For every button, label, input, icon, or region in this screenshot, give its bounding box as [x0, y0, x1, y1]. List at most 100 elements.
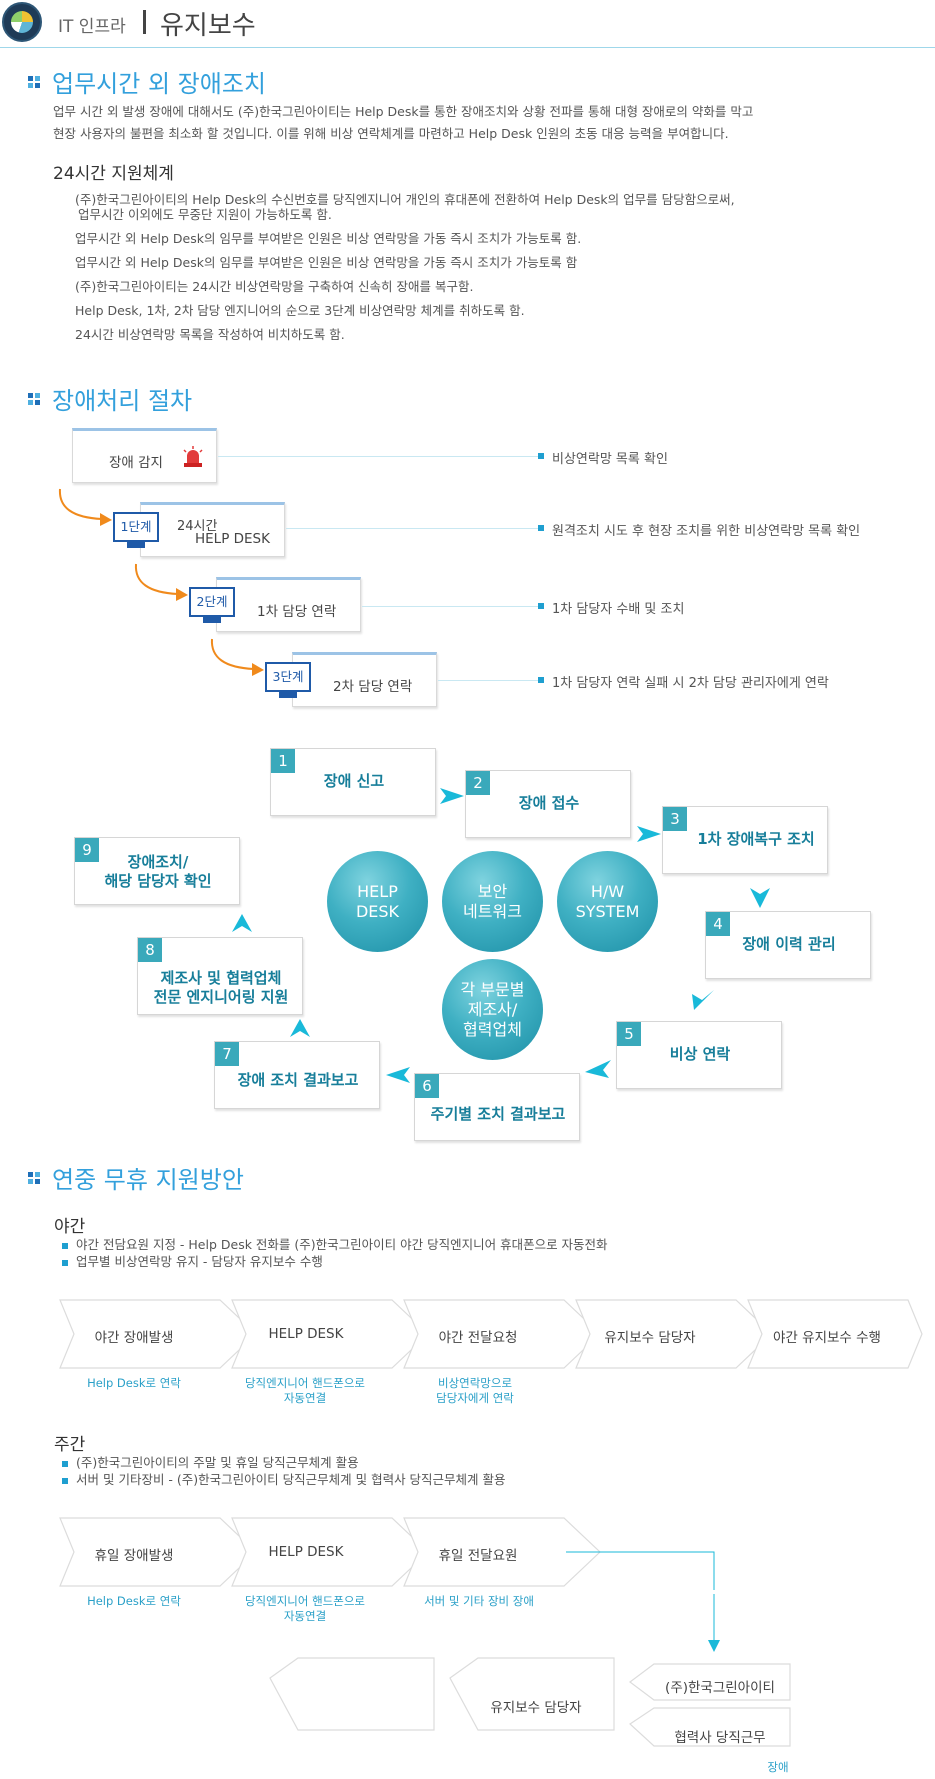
cycle-step-7: 7 장애 조치 결과보고 — [214, 1041, 380, 1109]
step-number: 5 — [617, 1022, 641, 1046]
cycle-step-3: 3 1차 장애복구 조치 — [662, 806, 828, 874]
day-backflow-shapes — [269, 1657, 791, 1747]
list-item: (주)한국그린아이티의 주말 및 휴일 당직근무체계 활용 — [76, 1455, 359, 1470]
step-label: 24시간 — [177, 519, 218, 534]
flow-step: 유지보수 담당자 — [604, 1330, 696, 1346]
step-badge: 2단계 — [189, 587, 235, 617]
circle-label: H/W — [590, 881, 625, 901]
flow-note: Help Desk로 연락 — [87, 1376, 181, 1390]
section-title-year-round: 연중 무휴 지원방안 — [52, 1166, 244, 1194]
list-item: (주)한국그린아이티의 Help Desk의 수신번호를 당직엔지니어 개인의 … — [75, 192, 735, 207]
step-desc: 비상연락망 목록 확인 — [552, 452, 668, 467]
monitor-icon: 2단계 — [189, 587, 235, 623]
curve-arrow-icon — [210, 638, 264, 676]
step-label: 장애 감지 — [109, 455, 163, 471]
flow-step: HELP DESK — [268, 1544, 344, 1560]
arrow-up-icon — [290, 1019, 310, 1037]
step-number: 2 — [466, 771, 490, 795]
flow-step: 야간 유지보수 수행 — [773, 1330, 881, 1346]
cycle-step-label: 전문 엔지니어링 지원 — [153, 988, 289, 1006]
flow-step: 야간 장애발생 — [94, 1330, 174, 1346]
connector-line — [218, 456, 538, 457]
list-item: 업무시간 외 Help Desk의 임무를 부여받은 인원은 비상 연락망을 가… — [75, 255, 578, 270]
cycle-step-label: 주기별 조치 결과보고 — [430, 1105, 566, 1123]
section-title-after-hours: 업무시간 외 장애조치 — [52, 70, 266, 98]
flow-step: 휴일 장애발생 — [94, 1548, 174, 1564]
circle-label: SYSTEM — [575, 901, 640, 921]
flow-note: Help Desk로 연락 — [87, 1594, 181, 1608]
cycle-step-4: 4 장애 이력 관리 — [705, 911, 871, 979]
flow-step: (주)한국그린아이티 — [665, 1680, 775, 1696]
list-item: (주)한국그린아이티는 24시간 비상연락망을 구축하여 신속히 장애를 복구함… — [75, 279, 474, 294]
monitor-icon: 1단계 — [113, 512, 159, 548]
connector-line — [362, 606, 538, 607]
flow-step: 협력사 당직근무 — [674, 1730, 766, 1746]
cycle-step-label: 장애 이력 관리 — [742, 935, 836, 953]
list-item: 야간 전담요원 지정 - Help Desk 전화를 (주)한국그린아이티 야간… — [76, 1237, 608, 1252]
flow-note: 서버 및 기타 장비 장애 — [424, 1594, 534, 1608]
circle-label: 네트워크 — [463, 901, 522, 921]
arrow-down-left-icon — [692, 990, 714, 1010]
day-flow-shapes — [59, 1517, 715, 1590]
step-detect-box: 장애 감지 — [72, 428, 217, 483]
cycle-step-1: 1 장애 신고 — [270, 748, 436, 816]
bullet — [538, 525, 544, 531]
intro-line-2: 현장 사용자의 불편을 최소화 할 것입니다. 이를 위해 비상 연락체계를 마… — [53, 126, 729, 141]
grid-square-icon — [28, 393, 40, 405]
step-badge: 3단계 — [265, 662, 311, 692]
step-label: 1차 담당 연락 — [257, 604, 337, 620]
bullet — [538, 453, 544, 459]
step-first-contact-box: 1차 담당 연락 — [216, 577, 361, 632]
cycle-step-label: 장애 조치 결과보고 — [237, 1071, 359, 1089]
connector-line — [438, 680, 538, 681]
step-second-contact-box: 2차 담당 연락 — [292, 652, 437, 707]
step-desc: 1차 담당자 연락 실패 시 2차 담당 관리자에게 연락 — [552, 676, 829, 691]
circle-label: 제조사/ — [467, 999, 518, 1019]
cycle-step-2: 2 장애 접수 — [465, 770, 631, 838]
step-number: 9 — [75, 838, 99, 862]
bullet — [62, 1461, 68, 1467]
curve-arrow-icon — [134, 563, 188, 601]
cycle-step-label: 1차 장애복구 조치 — [697, 830, 815, 848]
list-item: 업무시간 외 Help Desk의 임무를 부여받은 인원은 비상 연락망을 가… — [75, 231, 582, 246]
monitor-icon: 3단계 — [265, 662, 311, 698]
support-title: 24시간 지원체계 — [53, 164, 174, 184]
cycle-step-8: 8 제조사 및 협력업체 전문 엔지니어링 지원 — [137, 937, 303, 1015]
arrow-left-icon — [386, 1067, 410, 1083]
curve-arrow-icon — [58, 488, 112, 526]
arrow-right-icon — [440, 788, 464, 804]
arrow-left-icon — [585, 1060, 611, 1078]
grid-square-icon — [28, 1172, 40, 1184]
bullet — [62, 1243, 68, 1249]
bullet — [62, 1478, 68, 1484]
step-number: 3 — [663, 807, 687, 831]
bullet — [538, 603, 544, 609]
cycle-step-label: 장애 접수 — [518, 794, 580, 812]
connector-line — [286, 528, 538, 529]
list-item: 업무시간 이외에도 무중단 지원이 가능하도록 함. — [78, 207, 332, 222]
grid-square-icon — [28, 76, 40, 88]
step-number: 4 — [706, 912, 730, 936]
cycle-step-label: 제조사 및 협력업체 — [160, 969, 282, 987]
cycle-step-5: 5 비상 연락 — [616, 1021, 782, 1089]
step-number: 8 — [138, 938, 162, 962]
arrow-down-icon — [750, 888, 770, 908]
header-divider — [143, 10, 146, 34]
night-title: 야간 — [54, 1217, 86, 1237]
section-title-procedure: 장애처리 절차 — [52, 387, 193, 415]
night-flow-shapes — [59, 1299, 923, 1369]
header-rule — [0, 47, 935, 48]
flow-step: 유지보수 담당자 — [490, 1700, 582, 1716]
circle-label: 각 부문별 — [460, 979, 525, 999]
list-item: Help Desk, 1차, 2차 담당 엔지니어의 순으로 3단계 비상연락망… — [75, 303, 525, 318]
step-label: 2차 담당 연락 — [333, 679, 413, 695]
page-title: 유지보수 — [160, 11, 256, 41]
step-number: 6 — [415, 1074, 439, 1098]
circle-label: DESK — [355, 901, 400, 921]
step-desc: 원격조치 시도 후 현장 조치를 위한 비상연락망 목록 확인 — [552, 524, 861, 539]
